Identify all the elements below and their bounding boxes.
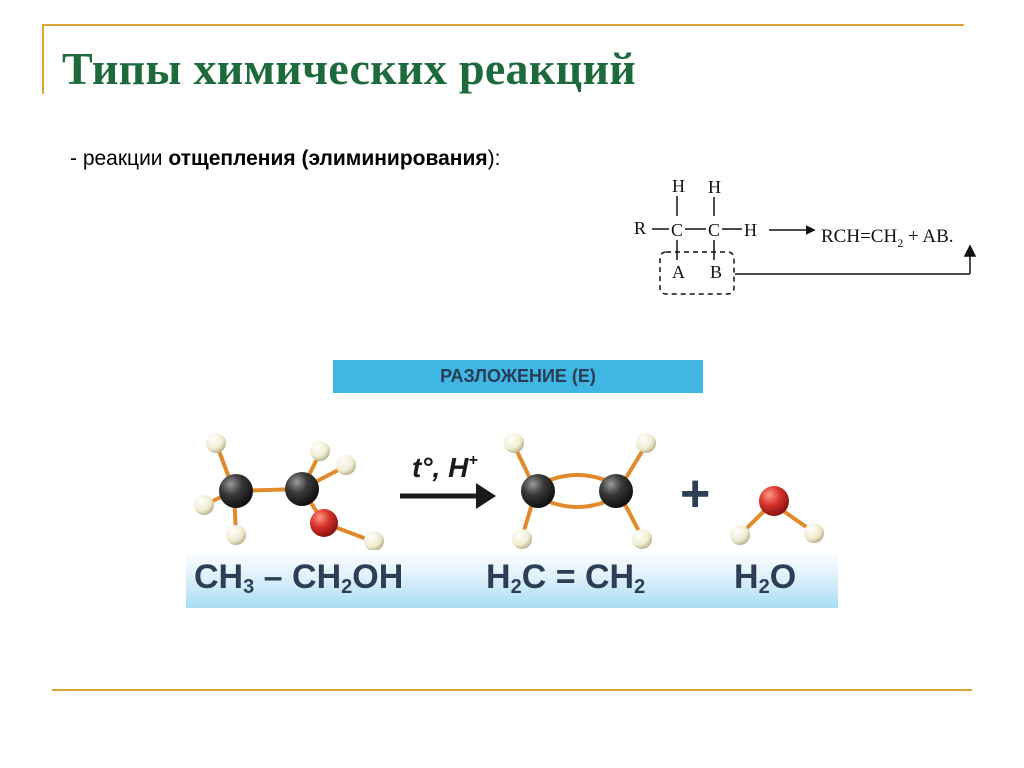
- condition-text: t°, H: [412, 452, 469, 483]
- scheme-r: R: [634, 218, 646, 238]
- decomposition-panel: РАЗЛОЖЕНИЕ (Е): [186, 360, 838, 612]
- ethanol-molecule: [194, 433, 384, 551]
- arrow-head-icon: [476, 483, 496, 509]
- scheme-a: A: [672, 262, 685, 282]
- reaction-condition: t°, H+: [400, 452, 496, 509]
- subtitle-bold-term: отщепления (элиминирования: [168, 147, 488, 170]
- slide-subtitle: - реакции отщепления (элиминирования):: [70, 147, 500, 171]
- hydrogen-atom: [364, 531, 384, 551]
- hydrogen-atom: [226, 525, 246, 545]
- top-accent-line: [42, 24, 964, 26]
- scheme-bonds: [652, 196, 977, 295]
- hydrogen-atom: [194, 495, 214, 515]
- molecule-models: t°, H+ +: [194, 433, 824, 551]
- dashed-selection-box: [659, 251, 735, 295]
- scheme-h-top-left: H: [672, 176, 685, 196]
- panel-header-strip: [333, 360, 703, 393]
- hydrogen-atom: [632, 529, 652, 549]
- scheme-h-right: H: [744, 220, 757, 240]
- carbon-atom: [219, 474, 253, 508]
- slide-title: Типы химических реакций: [62, 43, 637, 94]
- carbon-atom: [599, 474, 633, 508]
- carbon-atom: [285, 472, 319, 506]
- panel-header: РАЗЛОЖЕНИЕ (Е): [440, 366, 596, 386]
- water-molecule: [730, 486, 824, 545]
- elimination-scheme: H H R C C H A B RCH=CH2 + AB.: [634, 176, 977, 295]
- hydrogen-atom: [512, 529, 532, 549]
- hydrogen-atom: [504, 433, 524, 453]
- condition-superscript: +: [468, 452, 477, 469]
- scheme-b: B: [710, 262, 722, 282]
- hydrogen-atom: [730, 525, 750, 545]
- formula-band: [186, 550, 838, 608]
- scheme-product: RCH=CH2 + AB.: [821, 226, 954, 250]
- scheme-c-right: C: [708, 220, 720, 240]
- left-accent-line: [42, 24, 44, 94]
- oxygen-atom: [310, 509, 338, 537]
- subtitle-suffix: ):: [487, 147, 501, 170]
- hydrogen-atom: [310, 441, 330, 461]
- carbon-atom: [521, 474, 555, 508]
- scheme-h-top-right: H: [708, 177, 721, 197]
- hydrogen-atom: [636, 433, 656, 453]
- hydrogen-atom: [206, 433, 226, 453]
- svg-text:t°, H+: t°, H+: [412, 452, 478, 483]
- formula-ethanol: CH3 – CH2OH: [194, 558, 404, 598]
- plus-sign: +: [680, 465, 710, 523]
- formula-ethene: H2C = CH2: [486, 558, 646, 598]
- ethene-molecule: [504, 433, 656, 549]
- hydrogen-atom: [336, 455, 356, 475]
- scheme-c-left: C: [671, 220, 683, 240]
- oxygen-atom: [759, 486, 789, 516]
- hydrogen-atom: [804, 523, 824, 543]
- subtitle-prefix: - реакции: [70, 147, 169, 170]
- formula-water: H2O: [734, 558, 797, 598]
- bottom-accent-line: [52, 689, 972, 691]
